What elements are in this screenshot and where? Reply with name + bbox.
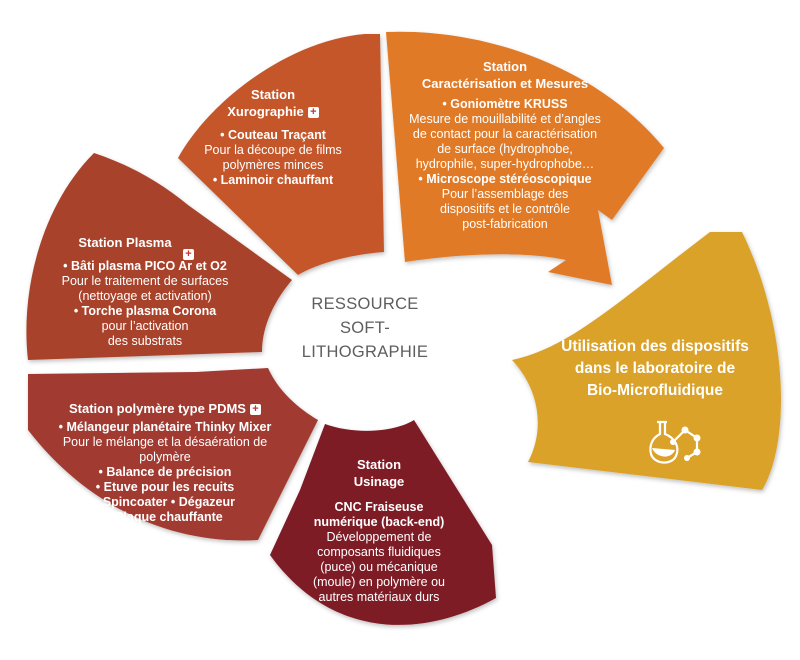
pdms-title: Station polymère type PDMS+ <box>40 400 290 417</box>
caracterisation-segment <box>386 31 664 286</box>
caracterisation-desc2a: Pour l’assemblage des <box>441 187 569 201</box>
target-label: Utilisation des dispositifs dans le labo… <box>555 336 755 402</box>
caracterisation-bullet1: • Goniomètre KRUSS <box>442 97 568 111</box>
pdms-bullet4: • Spincoater • Dégazeur <box>94 495 236 509</box>
xurographie-title1: Station <box>250 87 296 102</box>
usinage-desc1d: (moule) en polymère ou <box>312 575 445 589</box>
usinage-segment <box>270 420 496 625</box>
xurographie-segment <box>178 34 384 275</box>
plasma-label: Station Plasma + • Bâti plasma PICO Ar e… <box>30 234 260 349</box>
caracterisation-desc2c: post-fabrication <box>462 217 548 231</box>
lab-flask-molecule-icon <box>649 420 701 464</box>
pdms-bullet5: • Plaque chauffante <box>107 510 223 524</box>
target-line3: Bio-Microfluidique <box>586 382 724 399</box>
usinage-title1: Station <box>356 457 402 472</box>
plasma-desc2a: pour l’activation <box>101 319 189 333</box>
pdms-bullet3: • Etuve pour les recuits <box>95 480 235 494</box>
caracterisation-desc1a: Mesure de mouillabilité et d’angles <box>409 112 601 126</box>
center-label: RESSOURCE SOFT-LITHOGRAPHIE <box>290 292 440 364</box>
target-segment <box>512 232 781 490</box>
xurographie-bullet1: • Couteau Traçant <box>220 128 326 142</box>
plasma-segment <box>26 153 293 360</box>
usinage-bullet1b: numérique (back-end) <box>313 515 445 529</box>
plasma-desc1a: Pour le traitement de surfaces <box>61 274 229 288</box>
plus-icon[interactable]: + <box>307 107 319 118</box>
plasma-bullet2: • Torche plasma Corona <box>73 304 217 318</box>
target-line1: Utilisation des dispositifs <box>561 338 749 355</box>
center-line2: SOFT-LITHOGRAPHIE <box>301 319 429 361</box>
usinage-desc1b: composants fluidiques <box>317 545 441 559</box>
pdms-desc1b: polymère <box>139 450 191 464</box>
plasma-title: Station Plasma <box>78 235 172 250</box>
usinage-desc1a: Développement de <box>326 530 432 544</box>
plus-icon[interactable]: + <box>249 404 261 415</box>
caracterisation-bullet2: • Microscope stéréoscopique <box>418 172 592 186</box>
caracterisation-title2: Caractérisation et Mesures <box>421 76 589 91</box>
usinage-label: Station Usinage CNC Fraiseuse numérique … <box>284 456 474 605</box>
pdms-segment <box>28 368 318 541</box>
pdms-bullet1: • Mélangeur planétaire Thinky Mixer <box>58 420 272 434</box>
plasma-desc1b: (nettoyage et activation) <box>78 289 212 303</box>
plus-icon[interactable]: + <box>183 249 194 260</box>
plasma-bullet1: • Bâti plasma PICO Ar et O2 <box>63 259 227 273</box>
pdms-desc1a: Pour le mélange et la désaération de <box>62 435 268 449</box>
pdms-bullet2: • Balance de précision <box>98 465 232 479</box>
xurographie-title2: Xurographie+ <box>178 103 368 120</box>
usinage-desc1c: (puce) ou mécanique <box>320 560 438 574</box>
center-line1: RESSOURCE <box>311 295 419 313</box>
xurographie-desc1b: polymères minces <box>222 158 324 172</box>
caracterisation-desc2b: dispositifs et le contrôle <box>440 202 570 216</box>
caracterisation-label: Station Caractérisation et Mesures • Gon… <box>385 58 625 232</box>
caracterisation-desc1b: de contact pour la caractérisation <box>412 127 598 141</box>
caracterisation-desc1d: hydrophile, super-hydrophobe… <box>415 157 595 171</box>
caracterisation-desc1c: de surface (hydrophobe, <box>437 142 573 156</box>
target-line2: dans le laboratoire de <box>574 360 736 377</box>
plasma-desc2b: des substrats <box>107 334 183 348</box>
xurographie-bullet2: • Laminoir chauffant <box>212 173 334 187</box>
usinage-desc1e: autres matériaux durs <box>318 590 440 604</box>
usinage-bullet1a: CNC Fraiseuse <box>334 500 424 514</box>
xurographie-desc1a: Pour la découpe de films <box>204 143 342 157</box>
xurographie-label: Station Xurographie+ • Couteau Traçant P… <box>178 86 368 188</box>
usinage-title2: Usinage <box>353 474 405 489</box>
pdms-label: Station polymère type PDMS+ • Mélangeur … <box>40 400 290 525</box>
caracterisation-title1: Station <box>482 59 528 74</box>
center-hub <box>270 263 460 427</box>
